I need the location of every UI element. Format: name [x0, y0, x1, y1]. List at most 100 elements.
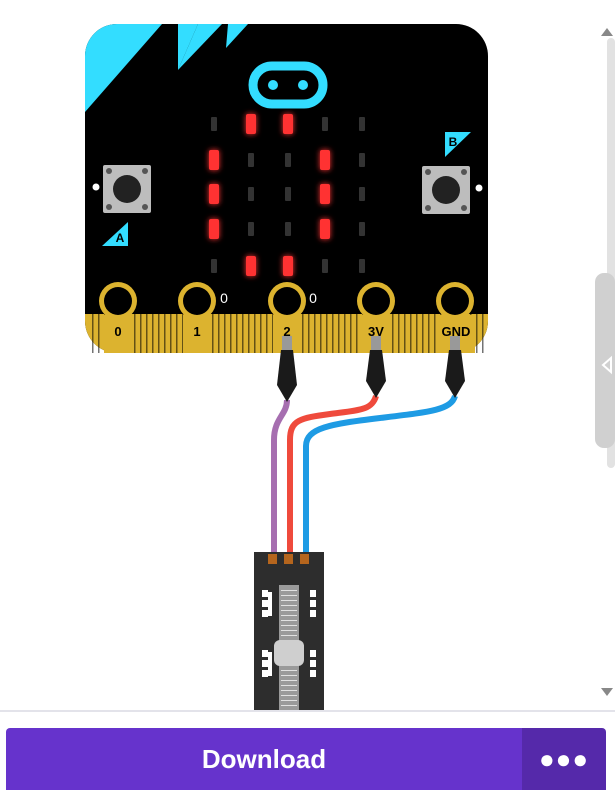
- edge-tooth: [314, 314, 316, 353]
- wire-signal: [271, 399, 290, 552]
- pot-tick: [281, 600, 297, 601]
- edge-tooth: [260, 314, 262, 353]
- led-3-3: [320, 219, 330, 239]
- edge-tooth: [266, 314, 268, 353]
- pin-1[interactable]: [178, 282, 216, 353]
- edge-tooth: [164, 314, 166, 353]
- edge-tooth: [410, 314, 412, 353]
- more-icon: ●●●: [538, 743, 590, 774]
- pot-track-mark: [310, 600, 316, 607]
- microbit-board: A B: [85, 24, 488, 353]
- pot-tick: [281, 695, 297, 696]
- pin-3v[interactable]: [357, 282, 395, 353]
- edge-tooth: [434, 314, 436, 353]
- pot-tick: [281, 635, 297, 636]
- pin-0-label: 0: [114, 324, 121, 339]
- pot-track-mark: [310, 670, 316, 677]
- led-2-2: [285, 187, 291, 201]
- collapse-left-icon[interactable]: [601, 355, 612, 375]
- button-a[interactable]: [103, 165, 151, 213]
- led-1-2: [285, 153, 291, 167]
- edge-tooth: [134, 314, 136, 353]
- pin-2-value: 0: [309, 290, 317, 306]
- pot-track-bar: [268, 592, 272, 616]
- button-a-label-tag: [102, 222, 128, 246]
- wire-power: [287, 394, 379, 552]
- scroll-down-icon[interactable]: [601, 688, 613, 696]
- led-4-0: [211, 259, 217, 273]
- led-4-2: [283, 256, 293, 276]
- led-3-1: [248, 222, 254, 236]
- led-2-4: [359, 187, 365, 201]
- edge-tooth: [320, 314, 322, 353]
- edge-tooth: [404, 314, 406, 353]
- pot-track-mark: [262, 590, 268, 597]
- scrollbar[interactable]: [595, 28, 615, 700]
- pot-tick: [281, 685, 297, 686]
- pin-2-label: 2: [283, 324, 290, 339]
- led-1-1: [248, 153, 254, 167]
- pot-tick: [281, 630, 297, 631]
- edge-tooth: [158, 314, 160, 353]
- simulator-area: A B: [85, 24, 615, 712]
- pot-tick: [281, 595, 297, 596]
- led-4-3: [322, 259, 328, 273]
- led-4-1: [246, 256, 256, 276]
- scroll-up-icon[interactable]: [601, 28, 613, 36]
- led-3-4: [359, 222, 365, 236]
- pot-tick: [281, 590, 297, 591]
- edge-tooth: [152, 314, 154, 353]
- action-bar: Download ●●●: [0, 712, 615, 790]
- edge-tooth: [392, 314, 394, 353]
- button-b-indicator: [475, 184, 483, 192]
- pin-0[interactable]: [99, 282, 137, 353]
- pot-tick: [281, 680, 297, 681]
- led-3-2: [285, 222, 291, 236]
- led-0-2: [283, 114, 293, 134]
- led-2-3: [320, 184, 330, 204]
- download-button[interactable]: Download: [6, 728, 522, 790]
- pin-2[interactable]: [268, 282, 306, 353]
- edge-tooth: [236, 314, 238, 353]
- pot-tick: [281, 620, 297, 621]
- pot-tick: [281, 700, 297, 701]
- scrollbar-thumb[interactable]: [595, 273, 615, 448]
- pin-gnd[interactable]: [436, 282, 475, 353]
- edge-tooth: [344, 314, 346, 353]
- more-options-button[interactable]: ●●●: [522, 728, 606, 790]
- edge-tooth: [176, 314, 178, 353]
- edge-tooth: [242, 314, 244, 353]
- pot-tick: [281, 610, 297, 611]
- pot-track-mark: [310, 610, 316, 617]
- pot-track-mark: [262, 610, 268, 617]
- edge-tooth: [356, 314, 358, 353]
- edge-tooth: [482, 314, 484, 353]
- edge-tooth: [254, 314, 256, 353]
- pot-tick: [281, 615, 297, 616]
- pot-track-mark: [262, 600, 268, 607]
- led-0-0: [211, 117, 217, 131]
- pot-tick: [281, 605, 297, 606]
- pot-track-mark: [262, 660, 268, 667]
- edge-tooth: [170, 314, 172, 353]
- led-4-4: [359, 259, 365, 273]
- led-1-4: [359, 153, 365, 167]
- pot-track-mark: [310, 650, 316, 657]
- slider-knob[interactable]: [274, 640, 304, 666]
- pot-tick: [281, 690, 297, 691]
- edge-tooth: [350, 314, 352, 353]
- pot-tick: [281, 675, 297, 676]
- pot-tick: [281, 670, 297, 671]
- edge-tooth: [218, 314, 220, 353]
- slide-potentiometer[interactable]: [254, 552, 324, 712]
- edge-tooth: [398, 314, 400, 353]
- button-b-label: B: [449, 135, 458, 149]
- edge-tooth: [302, 314, 304, 353]
- wires: [271, 394, 458, 552]
- edge-tooth: [98, 314, 100, 353]
- button-b[interactable]: [422, 166, 470, 214]
- edge-tooth: [476, 314, 478, 353]
- edge-tooth: [326, 314, 328, 353]
- edge-tooth: [308, 314, 310, 353]
- led-1-0: [209, 150, 219, 170]
